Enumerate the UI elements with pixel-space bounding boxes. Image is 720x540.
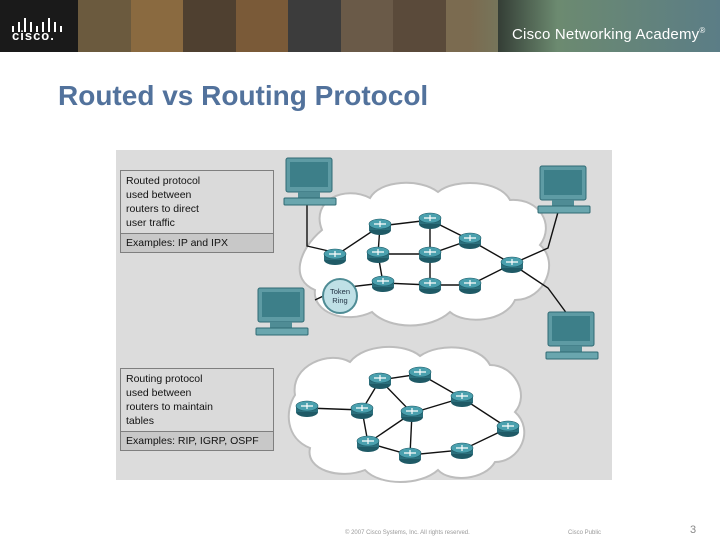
classification-label: Cisco Public xyxy=(568,530,602,536)
copyright-notice: © 2007 Cisco Systems, Inc. All rights re… xyxy=(345,530,470,536)
workstation-icon xyxy=(283,157,337,206)
workstation-icon xyxy=(255,287,309,336)
routed-protocol-box: Routed protocol used between routers to … xyxy=(120,170,274,253)
router-icon xyxy=(371,275,395,293)
cisco-bridge-icon xyxy=(12,18,62,32)
router-icon xyxy=(323,248,347,266)
router-icon xyxy=(496,420,520,438)
router-icon xyxy=(418,212,442,230)
header-photo-strip xyxy=(78,0,498,52)
router-icon xyxy=(356,435,380,453)
routing-line: Routing protocol xyxy=(126,373,203,385)
header-banner: cisco. Cisco Networking Academy® xyxy=(0,0,720,52)
router-icon xyxy=(398,447,422,465)
router-icon xyxy=(350,402,374,420)
routing-protocol-examples: Examples: RIP, IGRP, OSPF xyxy=(121,431,273,450)
router-icon xyxy=(458,232,482,250)
workstation-icon xyxy=(537,165,591,214)
header-gradient xyxy=(470,0,720,52)
svg-text:Token: Token xyxy=(330,287,350,296)
routed-protocol-description: Routed protocol used between routers to … xyxy=(121,171,273,233)
router-icon xyxy=(368,218,392,236)
page-number: 3 xyxy=(690,524,697,536)
routed-line: routers to direct xyxy=(126,203,199,215)
router-icon xyxy=(418,277,442,295)
slide-title: Routed vs Routing Protocol xyxy=(58,80,429,111)
routing-protocol-description: Routing protocol used between routers to… xyxy=(121,369,273,431)
routing-protocol-box: Routing protocol used between routers to… xyxy=(120,368,274,451)
router-icon xyxy=(366,246,390,264)
cisco-logo-text: cisco. xyxy=(12,28,55,43)
router-icon xyxy=(458,277,482,295)
routing-line: used between xyxy=(126,387,192,399)
routed-protocol-examples: Examples: IP and IPX xyxy=(121,233,273,252)
router-icon xyxy=(418,246,442,264)
workstation-icon xyxy=(545,311,599,360)
routing-line: tables xyxy=(126,415,155,427)
router-icon xyxy=(368,372,392,390)
router-icon xyxy=(450,442,474,460)
routed-line: used between xyxy=(126,189,192,201)
svg-text:Ring: Ring xyxy=(332,296,347,305)
router-icon xyxy=(295,400,319,418)
routed-line: user traffic xyxy=(126,217,175,229)
routing-line: routers to maintain xyxy=(126,401,213,413)
token-ring: Token Ring xyxy=(322,278,358,314)
router-icon xyxy=(400,405,424,423)
router-icon xyxy=(408,366,432,384)
router-icon xyxy=(500,256,524,274)
academy-wordmark: Cisco Networking Academy® xyxy=(512,26,706,43)
router-icon xyxy=(450,390,474,408)
routed-line: Routed protocol xyxy=(126,175,201,187)
